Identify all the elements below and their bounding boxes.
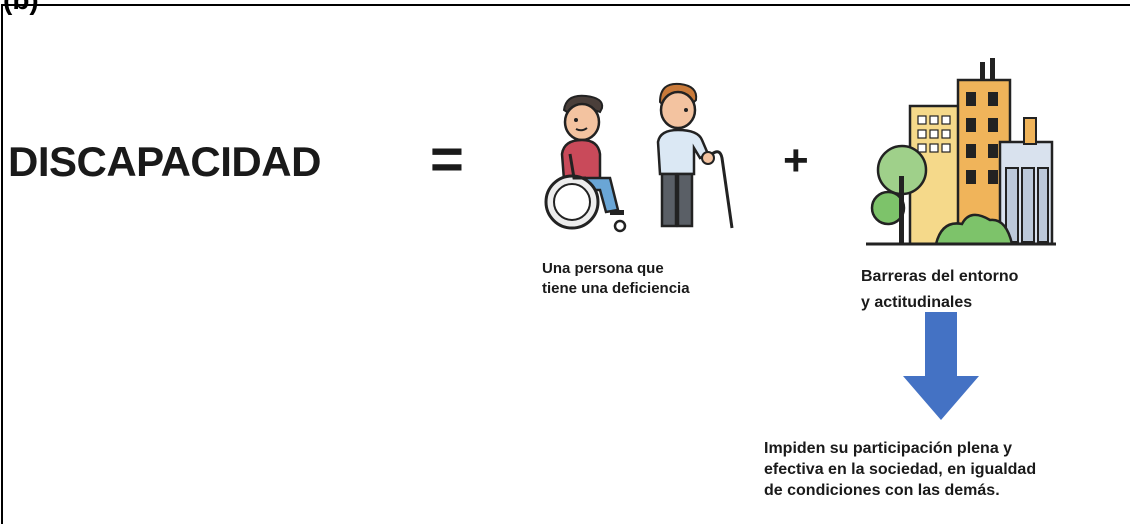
elderly-cane-icon bbox=[656, 82, 734, 229]
barriers-caption: Barreras del entorno y actitudinales bbox=[861, 264, 1018, 316]
discapacidad-title: DISCAPACIDAD bbox=[8, 138, 321, 185]
person-caption-line-2: tiene una deficiencia bbox=[542, 280, 690, 297]
barriers-caption-line-2: y actitudinales bbox=[861, 294, 973, 311]
person-caption-line-1: Una persona que bbox=[542, 260, 664, 277]
panel-label: (b) bbox=[3, 0, 39, 14]
result-text-line-3: de condiciones con las demás. bbox=[764, 482, 1000, 499]
city-buildings-icon bbox=[866, 58, 1056, 246]
down-arrow-icon bbox=[903, 312, 979, 420]
equals-sign: = bbox=[430, 127, 464, 192]
plus-sign: + bbox=[783, 136, 809, 185]
result-text-line-1: Impiden su participación plena y bbox=[764, 440, 1013, 457]
result-text: Impiden su participación plena y efectiv… bbox=[764, 438, 1036, 501]
wheelchair-user-icon bbox=[544, 94, 627, 233]
result-text-line-2: efectiva en la sociedad, en igualdad bbox=[764, 461, 1037, 478]
person-caption: Una persona que tiene una deficiencia bbox=[542, 259, 690, 299]
barriers-caption-line-1: Barreras del entorno bbox=[861, 268, 1019, 285]
